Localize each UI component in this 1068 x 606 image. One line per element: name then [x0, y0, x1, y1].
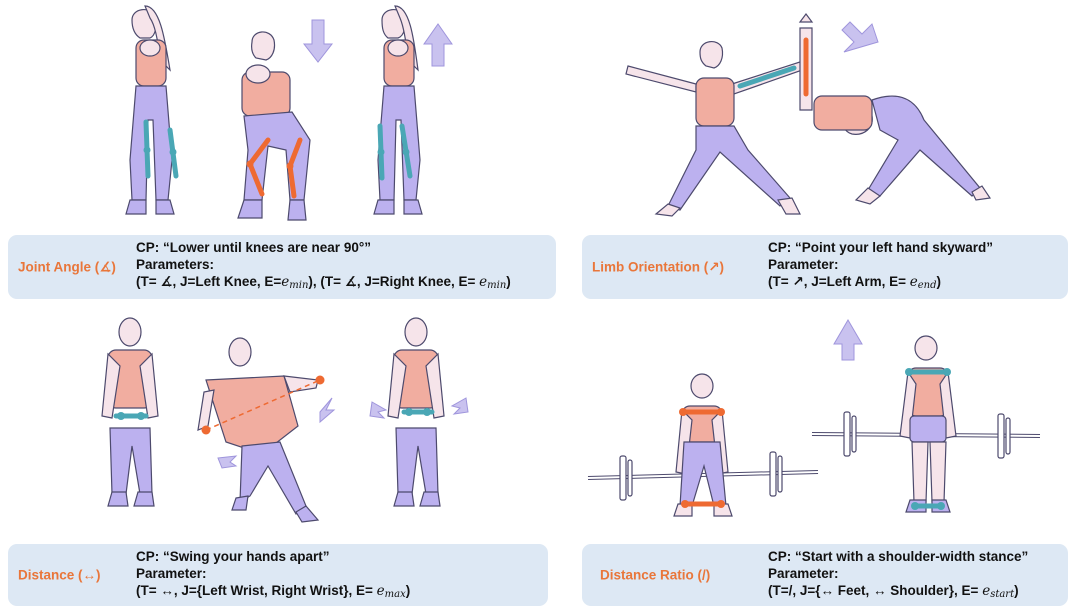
distance-ratio-illustration: [580, 306, 1068, 542]
type-label: Limb Orientation (↗): [592, 259, 724, 276]
parameter-title: Parameters:: [136, 256, 511, 273]
panel-distance: Distance (↔) CP: “Swing your hands apart…: [0, 306, 560, 606]
cp-text: CP: “Start with a shoulder-width stance”: [768, 548, 1028, 565]
figure-standing-lift: [900, 336, 956, 512]
parameter-title: Parameter:: [768, 565, 1028, 582]
arrow-up-left-icon: [842, 22, 878, 52]
panel-limb-orientation: Limb Orientation (↗) CP: “Point your lef…: [580, 0, 1068, 300]
cp-text: CP: “Lower until knees are near 90°”: [136, 239, 511, 256]
parameter-text: (T=/, J={↔ Feet, ↔ Shoulder}, E= estart): [768, 582, 1028, 599]
caption-distance: Distance (↔) CP: “Swing your hands apart…: [8, 544, 548, 606]
caption-distance-ratio: Distance Ratio (/) CP: “Start with a sho…: [582, 544, 1068, 606]
figure-standing-2: [374, 6, 422, 214]
arrow-up-right-icon: [320, 398, 334, 422]
cp-text: CP: “Swing your hands apart”: [136, 548, 410, 565]
distance-illustration: [0, 306, 560, 542]
joint-angle-illustration: [0, 0, 560, 235]
parameter-text: (T= ↔, J={Left Wrist, Right Wrist}, E= e…: [136, 582, 410, 599]
caption-limb-orientation: Limb Orientation (↗) CP: “Point your lef…: [582, 235, 1068, 299]
figure-squatting: [238, 32, 310, 220]
figure-deadlift: [674, 374, 732, 516]
figure-star-pose: [626, 42, 808, 216]
arrow-down-left-icon: [218, 456, 236, 468]
figure-hands-crossed-1: [102, 318, 158, 506]
arrow-inward-left-icon: [370, 402, 386, 418]
type-label: Distance (↔): [18, 567, 101, 584]
parameter-title: Parameter:: [136, 565, 410, 582]
type-label: Distance Ratio (/): [600, 567, 710, 584]
arrow-inward-right-icon: [452, 398, 468, 414]
limb-orientation-illustration: [580, 0, 1068, 235]
cp-text: CP: “Point your left hand skyward”: [768, 239, 993, 256]
figure-swinging: [198, 338, 318, 522]
panel-distance-ratio: Distance Ratio (/) CP: “Start with a sho…: [580, 306, 1068, 606]
arrow-down-icon: [304, 20, 332, 62]
wrist-markers-1: [116, 412, 146, 420]
limb-marker-star: [740, 68, 794, 86]
parameter-title: Parameter:: [768, 256, 993, 273]
figure-triangle-pose: [800, 14, 990, 204]
type-label: Joint Angle (∡): [18, 259, 116, 276]
panel-joint-angle: Joint Angle (∡) CP: “Lower until knees a…: [0, 0, 560, 300]
wrist-markers-2: [404, 408, 432, 416]
parameter-text: (T= ∡, J=Left Knee, E=emin), (T= ∡, J=Ri…: [136, 273, 511, 290]
caption-joint-angle: Joint Angle (∡) CP: “Lower until knees a…: [8, 235, 556, 299]
parameter-text: (T= ↗, J=Left Arm, E= eend): [768, 273, 993, 290]
arrow-up-icon: [834, 320, 862, 360]
arrow-up-icon: [424, 24, 452, 66]
figure-standing-1: [126, 6, 174, 214]
